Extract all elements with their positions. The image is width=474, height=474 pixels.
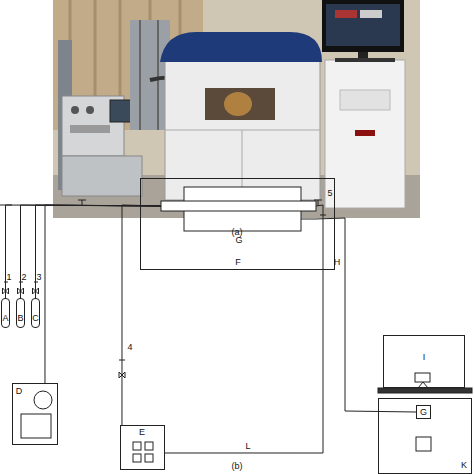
callout-number: 2 (21, 273, 26, 282)
lab-photo (130, 20, 170, 130)
node-letter: F (235, 258, 241, 267)
panel-button (133, 442, 141, 450)
lab-photo (139, 20, 141, 130)
node-letter: E (139, 428, 145, 437)
lab-photo (335, 58, 395, 62)
schematic-symbols (415, 373, 430, 382)
gas-cylinder: B (16, 298, 25, 328)
pump-rotor (34, 391, 52, 409)
panel-button (145, 442, 153, 450)
detector-square (416, 437, 431, 451)
lab-photo (62, 156, 142, 196)
node-letter: I (423, 353, 426, 362)
node-letter: G (420, 408, 427, 417)
panel-button (145, 454, 153, 462)
lab-photo (355, 130, 375, 136)
subfigure-label: (a) (232, 228, 243, 237)
node-letter: D (16, 387, 23, 396)
schematic-symbols (33, 288, 39, 294)
lab-photo (335, 10, 357, 18)
node-letter: C (32, 314, 39, 323)
lab-photo (325, 60, 405, 208)
schematic-symbols (0, 205, 12, 206)
lab-photo (53, 0, 420, 218)
lab-photo (160, 32, 322, 62)
schematic-symbols (0, 200, 472, 393)
lab-photo (53, 0, 420, 218)
schematic-symbols (4, 215, 326, 360)
lab-photo (322, 0, 404, 52)
furnace-outline (161, 187, 316, 231)
pipe-connector (165, 205, 323, 453)
node-letter: K (461, 461, 467, 470)
node-letter: B (17, 314, 23, 323)
lab-photo (224, 92, 252, 116)
schematic-symbols (3, 288, 9, 294)
line-label: H (334, 258, 341, 267)
lab-photo (86, 106, 94, 114)
sample-cell: G (416, 405, 431, 419)
node-letter: G (235, 236, 242, 245)
lab-photo (360, 10, 382, 18)
pipe-connector (316, 218, 416, 412)
lab-photo (358, 52, 368, 58)
instrument-head: I (383, 335, 465, 388)
lab-photo (326, 4, 400, 46)
panel-button (133, 454, 141, 462)
callout-number: 5 (327, 189, 332, 198)
furnace-enclosure: FG (140, 178, 335, 270)
pipe-connector (45, 205, 161, 383)
callout-number: 1 (6, 273, 11, 282)
lab-photo (71, 106, 79, 114)
lab-photo (165, 60, 320, 200)
lab-photo (70, 125, 110, 133)
controller-box: E (120, 425, 165, 470)
outlet-port (301, 219, 316, 220)
gas-cylinder: A (1, 298, 10, 328)
pipe-connector (6, 205, 162, 298)
tube-furnace: G (161, 187, 316, 231)
pump-motor (21, 414, 51, 438)
schematic-symbols (78, 200, 86, 205)
pipe-connector (122, 205, 161, 425)
callout-number: 4 (127, 343, 132, 352)
instrument-base: KG (378, 398, 472, 474)
lab-photo (205, 88, 275, 120)
callout-number: 3 (36, 273, 41, 282)
node-letter: A (2, 314, 8, 323)
subfigure-label: (b) (232, 462, 243, 471)
schematic-symbols (119, 372, 125, 378)
schematic-symbols (18, 288, 24, 294)
pipe-connector (36, 205, 162, 298)
quartz-tube (161, 201, 316, 211)
schematic-symbols (378, 388, 472, 393)
lab-photo (340, 90, 390, 110)
vacuum-pump: D (12, 383, 58, 445)
gas-cylinder: C (31, 298, 40, 328)
line-label: L (245, 442, 250, 451)
lab-photo (157, 20, 159, 130)
